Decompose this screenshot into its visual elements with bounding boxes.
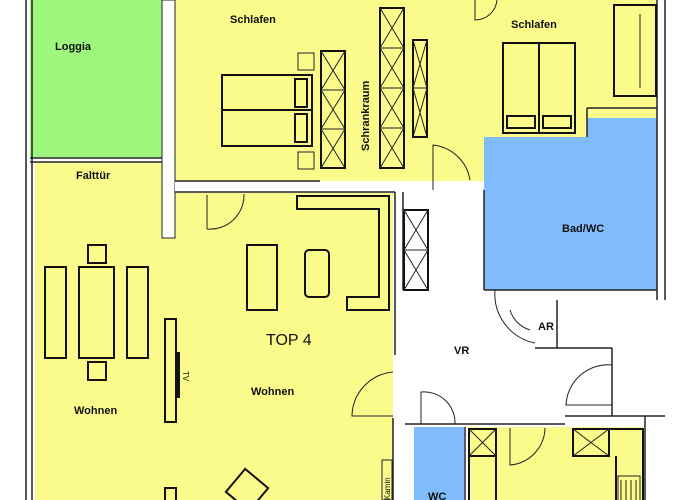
room-label-schlafen-1: Schlafen — [230, 14, 276, 26]
unit-label: TOP 4 — [266, 332, 312, 349]
room-label-schrankraum: Schrankraum — [360, 80, 372, 151]
bad-wc-area — [484, 137, 657, 290]
label-kamin: Kamin — [383, 477, 392, 500]
bed-schlafen-1 — [221, 52, 315, 170]
loggia-area — [30, 0, 162, 157]
room-label-wc: WC — [428, 491, 446, 500]
label-falttuer: Falttür — [76, 170, 111, 182]
wc-area — [414, 427, 464, 500]
label-tv: TV — [181, 371, 190, 382]
bed-schlafen-2 — [502, 42, 576, 134]
room-label-schlafen-2: Schlafen — [511, 19, 557, 31]
bad-wc-notch — [587, 118, 657, 138]
kitchen-area — [468, 427, 644, 500]
room-label-bad-wc: Bad/WC — [562, 223, 604, 235]
room-label-wohnen-2: Wohnen — [251, 386, 294, 398]
sofa-schlafen-2 — [613, 4, 657, 97]
wardrobe-schrankraum — [320, 7, 428, 169]
dining-table — [44, 244, 149, 381]
room-label-ar: AR — [538, 321, 554, 333]
room-label-wohnen-1: Wohnen — [74, 405, 117, 417]
hall-wardrobe — [403, 209, 429, 291]
kitchen-furniture — [468, 428, 644, 500]
schlafen-1-area — [175, 0, 410, 181]
wohnen-area — [35, 163, 163, 500]
room-label-loggia: Loggia — [55, 41, 92, 53]
kamin-box — [381, 459, 393, 500]
room-label-vr: VR — [454, 345, 469, 357]
walls — [25, 0, 666, 500]
tv-wall — [164, 318, 180, 423]
doors[interactable] — [206, 0, 613, 466]
